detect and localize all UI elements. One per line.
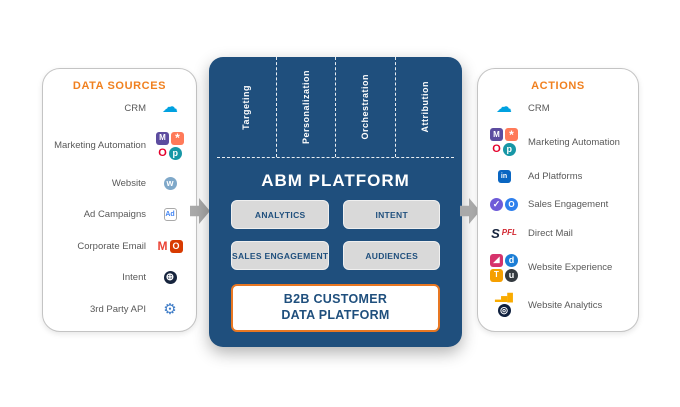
item-label: Ad Campaigns — [83, 209, 146, 220]
eloqua-icon: O — [158, 146, 167, 159]
item-label: Website Analytics — [528, 299, 603, 311]
hubspot-icon: * — [171, 131, 184, 145]
data-source-item-intent: Intent ⊕ — [53, 270, 186, 286]
item-icons: ☁ — [488, 100, 520, 116]
actions-title: ACTIONS — [531, 80, 585, 92]
module-sales-engagement: SALES ENGAGEMENT — [231, 241, 330, 270]
salesforce-icon: ☁ — [162, 99, 178, 116]
capability-column-attribution: Attribution — [396, 57, 455, 157]
platform-title: ABM PLATFORM — [261, 171, 410, 190]
module-intent: INTENT — [343, 200, 440, 229]
marketo-icon: M — [490, 128, 503, 142]
capability-column-personalization: Personalization — [277, 57, 336, 157]
optimizely-icon: ◢ — [490, 253, 503, 267]
item-label: CRM — [528, 102, 550, 114]
shield-check-icon: ✓ — [490, 198, 503, 212]
pardot-icon: p — [168, 146, 182, 160]
api-gear-icon: ⚙ — [163, 300, 177, 318]
gmail-icon: M — [157, 239, 168, 253]
item-label: 3rd Party API — [90, 303, 146, 315]
item-label: Sales Engagement — [528, 199, 609, 211]
platform-capability-columns: Targeting Personalization Orchestration Att… — [217, 57, 454, 158]
item-label: CRM — [124, 102, 146, 114]
abm-platform-panel: Targeting Personalization Orchestration Att… — [209, 57, 462, 347]
action-item-crm: ☁ CRM — [488, 100, 628, 116]
globe-icon: ⊕ — [163, 271, 177, 284]
website-icon: w — [163, 176, 177, 190]
capability-label: Orchestration — [360, 74, 371, 140]
item-icons: ✓O — [488, 198, 520, 212]
item-icons: in — [488, 170, 520, 184]
item-label: Intent — [122, 272, 146, 283]
action-item-ad-platforms: in Ad Platforms — [488, 169, 628, 185]
capability-column-targeting: Targeting — [217, 57, 277, 157]
ad-window-icon: Ad — [163, 208, 177, 221]
sendoso-icon: S — [491, 225, 500, 241]
capability-label: Personalization — [300, 69, 311, 144]
linkedin-icon: in — [497, 170, 511, 184]
marketo-icon: M — [156, 131, 169, 145]
data-source-item-website: Website w — [53, 175, 186, 191]
item-icons: ⊕ — [154, 271, 186, 284]
item-label: Website — [111, 177, 146, 189]
data-source-item-3rd-party-api: 3rd Party API ⚙ — [53, 301, 186, 317]
data-sources-title: DATA SOURCES — [72, 80, 167, 92]
target-icon: T — [490, 268, 503, 282]
item-label: Corporate Email — [77, 240, 146, 252]
item-label: Ad Platforms — [528, 171, 583, 183]
item-label: Marketing Automation — [54, 140, 146, 151]
analytics-ring-icon: ◎ — [497, 303, 511, 317]
capability-column-orchestration: Orchestration — [336, 57, 396, 157]
outreach-icon: O — [505, 198, 518, 212]
item-icons: ▂▅█◎ — [488, 292, 520, 317]
item-label: Direct Mail — [528, 227, 573, 239]
action-item-website-analytics: ▂▅█◎ Website Analytics — [488, 292, 628, 317]
pardot-icon: p — [502, 143, 516, 157]
google-analytics-icon: ▂▅█ — [495, 292, 513, 302]
uberflip-icon: u — [505, 268, 518, 282]
action-item-sales-engagement: ✓O Sales Engagement — [488, 197, 628, 213]
item-icons: Ad — [154, 208, 186, 221]
hubspot-icon: * — [505, 128, 518, 142]
item-icons: w — [154, 176, 186, 190]
cdp-label: B2B CUSTOMER DATA PLATFORM — [281, 292, 390, 322]
capability-label: Attribution — [419, 81, 430, 133]
salesforce-icon: ☁ — [496, 99, 512, 116]
data-source-item-crm: CRM ☁ — [53, 100, 186, 116]
item-icons: ☁ — [154, 100, 186, 116]
item-icons: ⚙ — [154, 302, 186, 317]
item-label: Website Experience — [528, 262, 613, 274]
capability-label: Targeting — [241, 84, 252, 130]
cdp-box: B2B CUSTOMER DATA PLATFORM — [231, 284, 440, 332]
item-label: Marketing Automation — [528, 136, 620, 148]
pfl-icon: PFL — [501, 228, 517, 238]
drift-icon: d — [505, 253, 518, 267]
module-analytics: ANALYTICS — [231, 200, 330, 229]
platform-modules: ANALYTICS INTENT SALES ENGAGEMENT AUDIENCES — [231, 200, 440, 270]
module-audiences: AUDIENCES — [343, 241, 440, 270]
data-source-item-ad-campaigns: Ad Campaigns Ad — [53, 207, 186, 223]
eloqua-icon: O — [492, 143, 501, 156]
office-icon: O — [169, 239, 183, 253]
